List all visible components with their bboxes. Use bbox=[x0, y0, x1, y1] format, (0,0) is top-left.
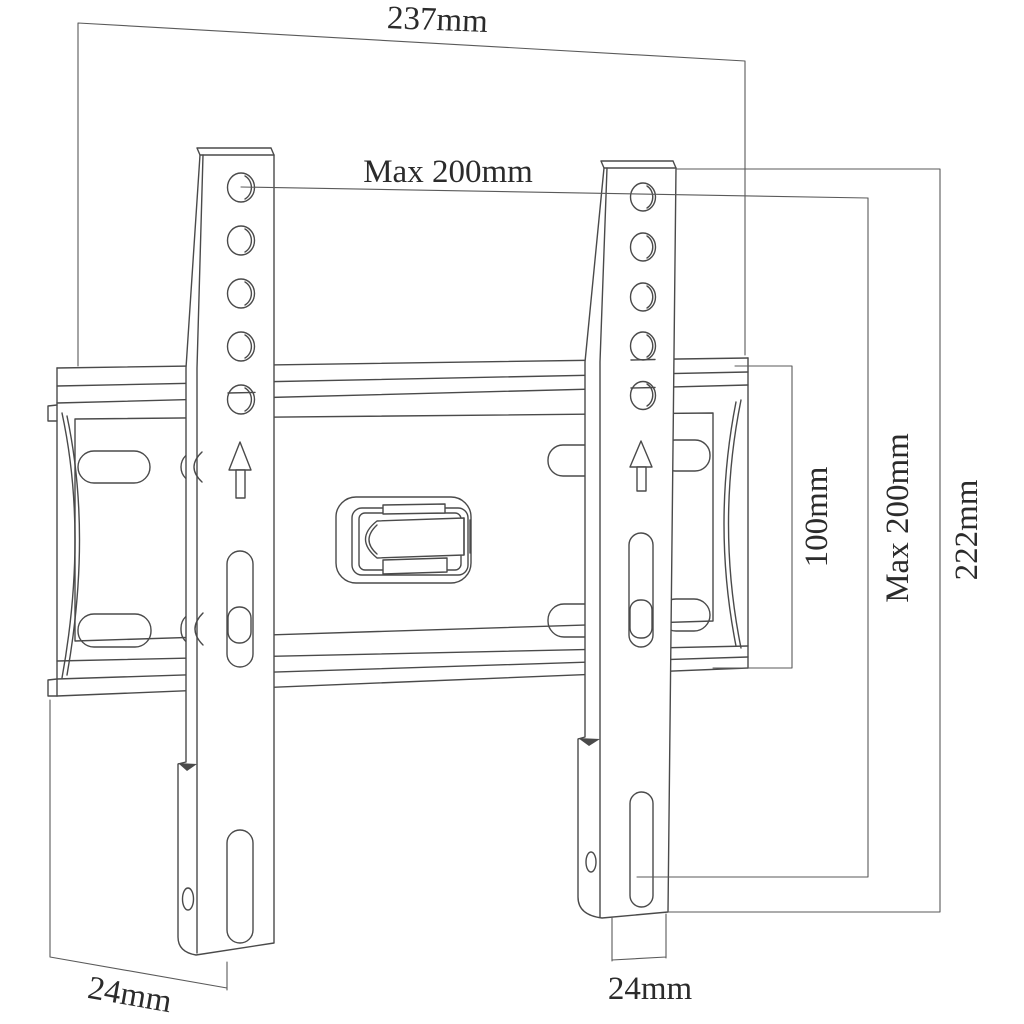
vesa-width-label: Max 200mm bbox=[363, 154, 533, 190]
dimension-overall-width: 237mm bbox=[77, 0, 746, 367]
plate-slot bbox=[77, 450, 151, 484]
left-rail-body bbox=[177, 154, 275, 956]
overall-width-label: 237mm bbox=[386, 0, 488, 40]
dimension-bracket-height: 222mm bbox=[667, 168, 985, 913]
right-vesa-rail bbox=[577, 160, 677, 919]
plate-slot-cap-overlay bbox=[193, 451, 204, 646]
dimensions: 237mm Max 200mm 100mm Max 200mm 222mm 24… bbox=[49, 0, 985, 1020]
right-rail-bolt bbox=[629, 599, 653, 639]
up-arrow-icon bbox=[228, 441, 252, 499]
right-rail-top-face bbox=[600, 160, 677, 169]
bracket-height-label: 222mm bbox=[949, 479, 985, 580]
latch-top-clip bbox=[382, 503, 446, 515]
plate-slot bbox=[77, 613, 152, 648]
left-rail-bolt bbox=[227, 606, 252, 644]
plate-right-curve-inner bbox=[723, 401, 737, 647]
plate-left-top-tab bbox=[47, 404, 58, 422]
latch-cylinder bbox=[364, 517, 465, 559]
vesa-height-label: Max 200mm bbox=[880, 433, 916, 603]
right-rail-body bbox=[577, 167, 677, 919]
left-rail-holes bbox=[226, 172, 256, 415]
left-rail-bend-mark bbox=[178, 763, 197, 771]
plate-recessed-face bbox=[74, 412, 714, 642]
latch-mechanism bbox=[335, 496, 472, 584]
latch-bottom-clip bbox=[382, 557, 448, 575]
wall-plate bbox=[47, 357, 749, 697]
left-rail-fold-line bbox=[196, 154, 204, 954]
dimension-vesa-height: Max 200mm bbox=[636, 197, 916, 878]
dimension-rail-width: 24mm bbox=[608, 913, 693, 1007]
plate-right-curve-outer bbox=[727, 399, 742, 649]
latch-cylinder-end bbox=[463, 517, 471, 556]
dimension-vesa-width: Max 200mm bbox=[240, 154, 869, 199]
left-vesa-rail bbox=[177, 147, 275, 956]
right-rail-holes bbox=[629, 182, 657, 411]
left-rail-tab-hole bbox=[181, 887, 195, 911]
right-rail-bend-mark bbox=[578, 738, 600, 746]
up-arrow-icon bbox=[629, 440, 653, 492]
right-rail-tab-hole bbox=[585, 851, 597, 873]
dimension-plate-height: 100mm bbox=[712, 365, 835, 669]
left-rail-top-face bbox=[196, 147, 275, 156]
left-rail-lower-slot bbox=[226, 829, 254, 944]
right-rail-fold-line bbox=[599, 167, 608, 918]
latch-cylinder-shade bbox=[368, 524, 378, 555]
plate-left-bottom-tab bbox=[47, 678, 58, 697]
plate-left-curve-inner bbox=[66, 415, 81, 676]
rail-width-label: 24mm bbox=[608, 971, 693, 1007]
plate-depth-label: 24mm bbox=[85, 970, 175, 1020]
right-rail-lower-slot bbox=[629, 791, 654, 908]
plate-height-label: 100mm bbox=[799, 466, 835, 567]
